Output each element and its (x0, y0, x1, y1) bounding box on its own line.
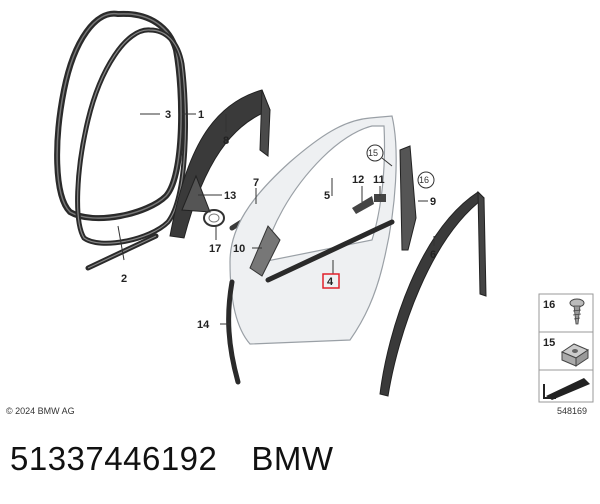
mirror-base-10 (249, 225, 281, 277)
diagram-number: 548169 (557, 406, 588, 416)
callout-14: 14 (197, 319, 210, 331)
callout-15: 15 (368, 148, 378, 158)
cover-9 (399, 145, 417, 251)
callout-6: 6 (430, 249, 436, 261)
legend-label-16: 16 (543, 299, 555, 311)
callout-4-box (322, 273, 340, 289)
screw-icon (569, 298, 585, 325)
seal-6 (379, 191, 485, 397)
fastener-legend: 16 15 (538, 293, 594, 403)
callout-3: 3 (165, 109, 171, 121)
callout-17: 17 (209, 243, 221, 255)
seal-14 (226, 279, 241, 385)
brand-name: BMW (251, 440, 334, 477)
parts-diagram: 3 1 2 8 13 17 7 10 5 12 11 9 6 14 4 15 1… (54, 10, 594, 403)
callout-7: 7 (253, 177, 259, 189)
clip-11 (374, 194, 386, 202)
callout-10: 10 (233, 243, 245, 255)
footer-title: 51337446192 BMW (10, 440, 334, 478)
callout-5: 5 (324, 190, 330, 202)
callout-11: 11 (373, 174, 385, 186)
callout-1: 1 (198, 109, 204, 121)
grommet-17 (203, 209, 225, 227)
callout-16: 16 (419, 175, 429, 185)
callout-13: 13 (224, 190, 236, 202)
callout-4: 4 (327, 276, 334, 288)
callout-12: 12 (352, 174, 364, 186)
clip-12 (352, 196, 374, 214)
beltline-seal-4 (265, 219, 395, 283)
callout-9: 9 (430, 196, 436, 208)
copyright: © 2024 BMW AG (6, 406, 75, 416)
part-number: 51337446192 (10, 440, 218, 477)
legend-label-15: 15 (543, 337, 555, 349)
cover-13 (181, 174, 211, 213)
clip-nut-icon (560, 343, 590, 367)
arrow-icon (543, 375, 590, 400)
callout-8: 8 (223, 135, 229, 147)
callout-2: 2 (121, 273, 127, 285)
